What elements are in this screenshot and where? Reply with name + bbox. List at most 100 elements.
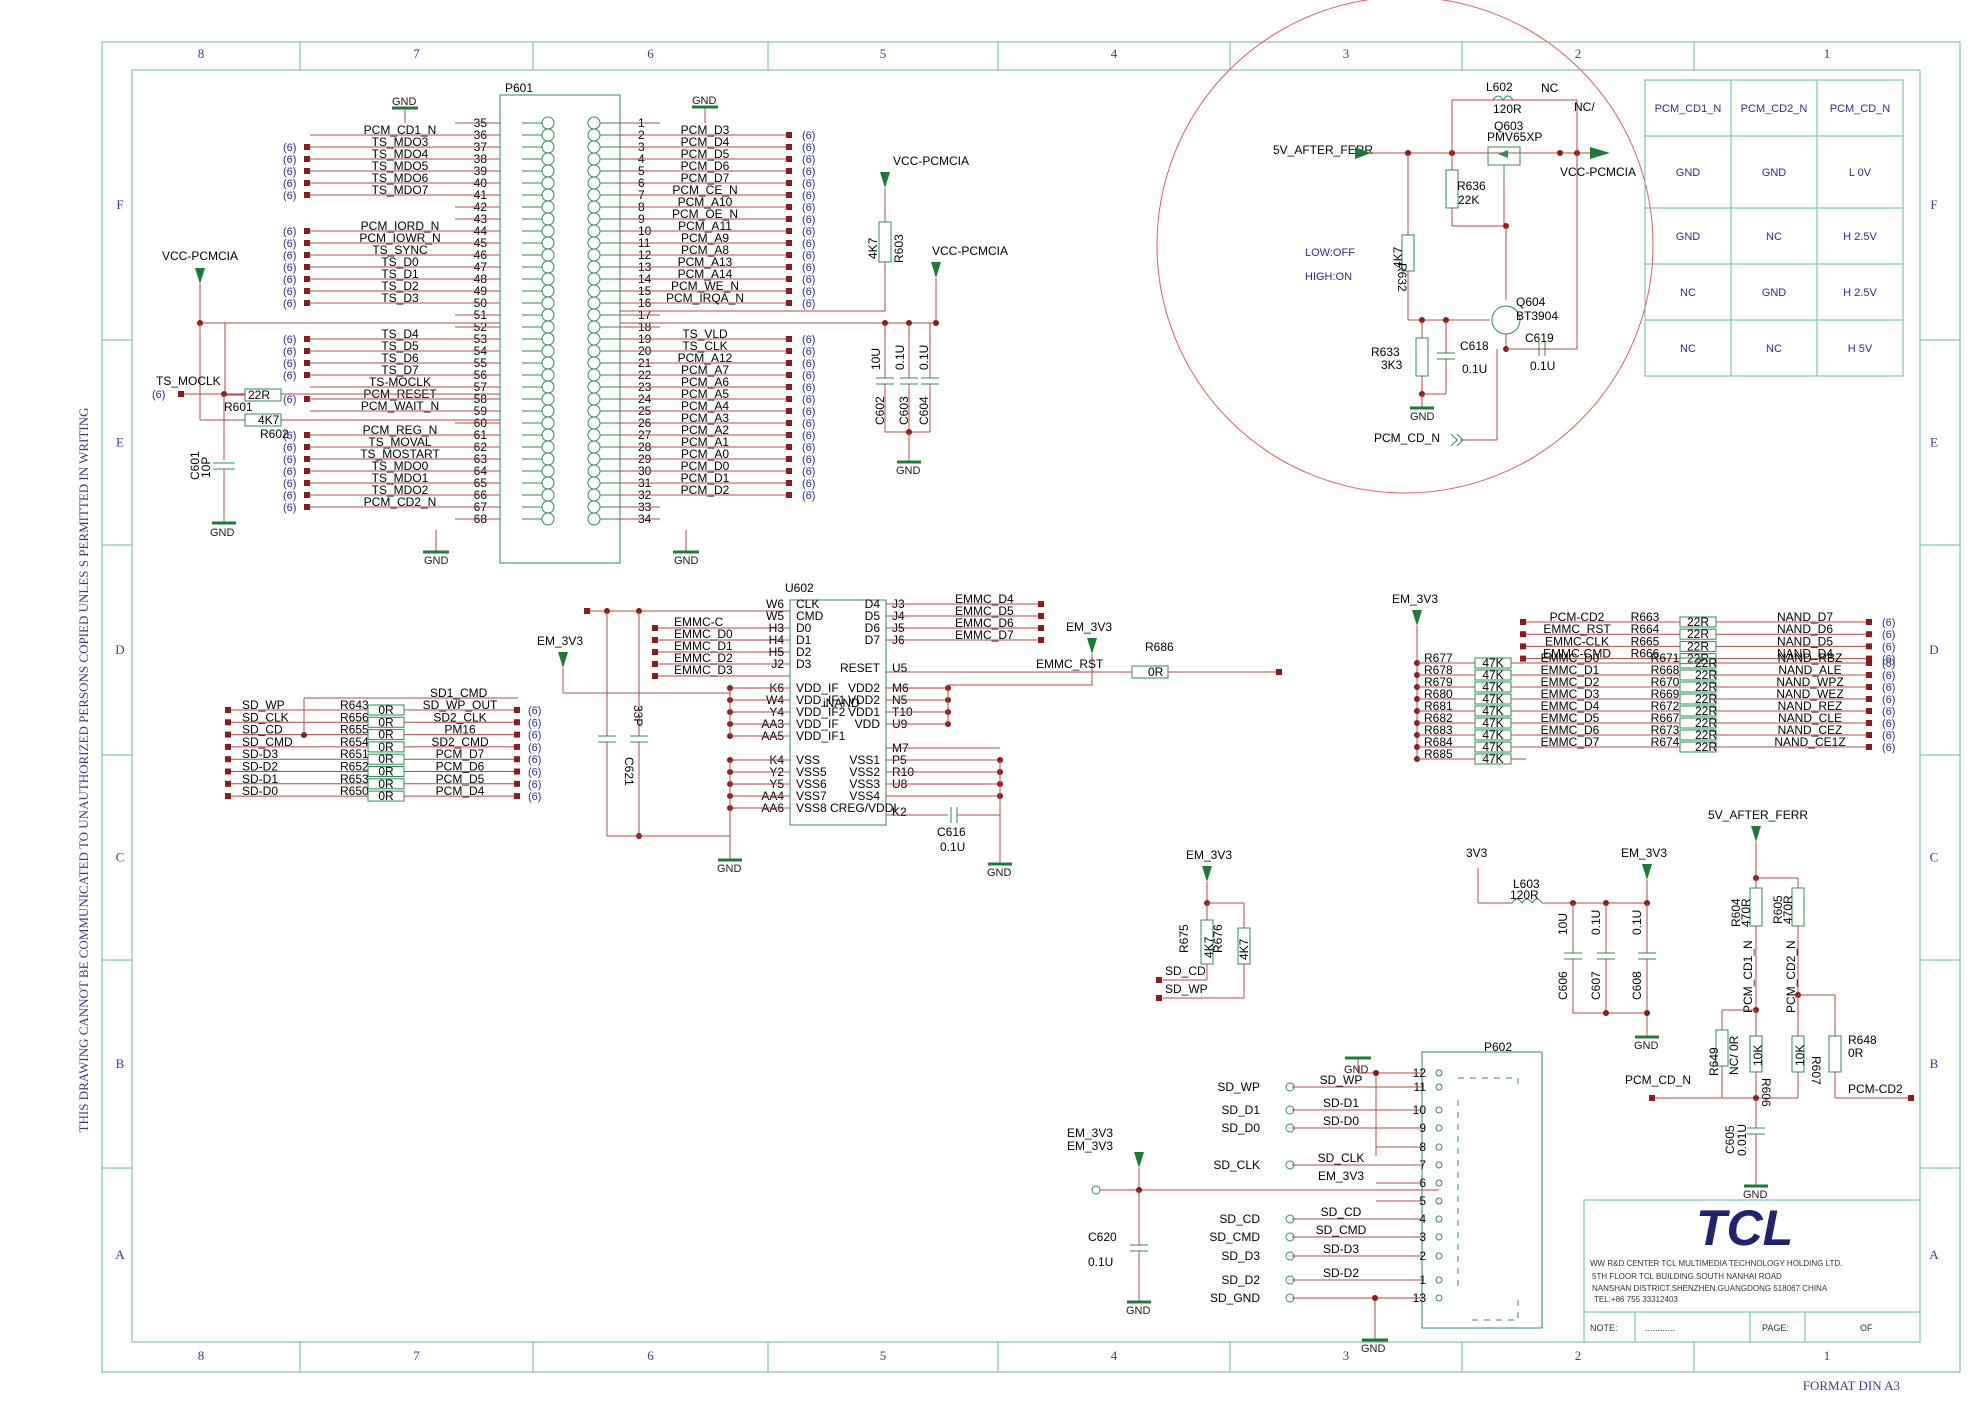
vcc-pcmcia-r603: VCC-PCMCIA 4K7 R603 (620, 154, 969, 312)
svg-text:GND: GND (1410, 411, 1435, 423)
svg-text:33P: 33P (631, 705, 645, 726)
svg-text:TS_D2: TS_D2 (381, 279, 419, 293)
svg-text:NC: NC (1541, 81, 1559, 95)
svg-text:CMD: CMD (796, 609, 824, 623)
svg-text:HIGH:ON: HIGH:ON (1305, 271, 1352, 283)
svg-text:SD_CD: SD_CD (242, 723, 283, 737)
svg-text:(6): (6) (283, 166, 296, 178)
svg-text:0R: 0R (378, 765, 394, 779)
svg-text:22R: 22R (1695, 692, 1717, 706)
svg-text:SD_D0: SD_D0 (1221, 1121, 1260, 1135)
svg-text:(6): (6) (1882, 617, 1895, 629)
truth-table-cell: NC (1766, 343, 1782, 355)
svg-text:R670: R670 (1651, 675, 1680, 689)
zone-row-label: D (1929, 642, 1938, 657)
svg-text:R650: R650 (340, 784, 369, 798)
svg-text:NAND_REZ: NAND_REZ (1778, 699, 1843, 713)
svg-text:10K: 10K (1793, 1045, 1807, 1066)
svg-text:VDD_IF1: VDD_IF1 (796, 729, 846, 743)
svg-text:PCM_IORD_N: PCM_IORD_N (361, 219, 440, 233)
svg-text:PCM_REG_N: PCM_REG_N (363, 423, 438, 437)
svg-text:(6): (6) (283, 358, 296, 370)
svg-text:TS_MDO1: TS_MDO1 (372, 471, 429, 485)
svg-text:GND: GND (674, 555, 699, 567)
svg-text:TS_MDO3: TS_MDO3 (372, 135, 429, 149)
gnd-symbol: GND (392, 96, 418, 123)
svg-text:(6): (6) (802, 478, 815, 490)
svg-text:SD_WP: SD_WP (242, 698, 285, 712)
svg-text:PM16: PM16 (444, 723, 476, 737)
svg-text:VSS: VSS (796, 753, 820, 767)
svg-text:VSS4: VSS4 (849, 789, 880, 803)
svg-text:PCM_CE_N: PCM_CE_N (672, 183, 737, 197)
svg-text:NAND_ALE: NAND_ALE (1778, 663, 1841, 677)
svg-text:VSS3: VSS3 (849, 777, 880, 791)
zone-col-label: 8 (198, 46, 205, 61)
svg-text:3K3: 3K3 (1381, 358, 1403, 372)
zone-row-label: E (1930, 435, 1938, 450)
svg-text:R669: R669 (1651, 687, 1680, 701)
p602-pin: 12 (1376, 1066, 1443, 1080)
svg-text:(6): (6) (802, 166, 815, 178)
svg-text:SD_CMD: SD_CMD (1316, 1223, 1367, 1237)
svg-text:D7: D7 (865, 633, 881, 647)
svg-text:R633: R633 (1371, 345, 1400, 359)
svg-text:PCM_IRQA_N: PCM_IRQA_N (666, 291, 744, 305)
zone-row-label: C (1930, 850, 1939, 865)
svg-text:R674: R674 (1651, 735, 1680, 749)
svg-text:VCC-PCMCIA: VCC-PCMCIA (932, 244, 1008, 258)
svg-text:SD_D1: SD_D1 (1221, 1103, 1260, 1117)
u602-pin: K2 (892, 805, 907, 819)
svg-text:TS_D4: TS_D4 (381, 327, 419, 341)
svg-text:(6): (6) (802, 406, 815, 418)
svg-text:(6): (6) (283, 502, 296, 514)
sd-pullups: EM_3V3 R675 4K7 R676 4K7 SD_CD SD_WP (1156, 848, 1251, 1001)
svg-text:PCM_CD_N: PCM_CD_N (1374, 431, 1440, 445)
svg-text:(6): (6) (802, 274, 815, 286)
zone-col-label: 2 (1575, 1348, 1582, 1363)
svg-text:C606: C606 (1556, 971, 1570, 1000)
svg-text:(6): (6) (802, 298, 815, 310)
svg-text:R682: R682 (1424, 711, 1453, 725)
svg-text:(6): (6) (1882, 654, 1895, 666)
svg-text:SD-D1: SD-D1 (242, 772, 278, 786)
card-detect-circuit: 5V_AFTER_FERR L602 120R NC NC/ Q603 PMV6… (1273, 80, 1636, 447)
svg-text:GND: GND (1126, 1305, 1151, 1317)
svg-text:EM_3V3: EM_3V3 (537, 634, 583, 648)
svg-text:D6: D6 (865, 621, 881, 635)
svg-text:SD-D1: SD-D1 (1323, 1096, 1359, 1110)
svg-text:VSS7: VSS7 (796, 789, 827, 803)
svg-text:BT3904: BT3904 (1516, 309, 1558, 323)
svg-text:R671: R671 (1651, 651, 1680, 665)
svg-text:(6): (6) (802, 466, 815, 478)
svg-text:TS_MDO2: TS_MDO2 (372, 483, 429, 497)
svg-text:R636: R636 (1457, 179, 1486, 193)
svg-text:22R: 22R (1695, 740, 1717, 754)
svg-text:EMMC_RST: EMMC_RST (1036, 657, 1104, 671)
svg-text:SD_D3: SD_D3 (1221, 1249, 1260, 1263)
svg-text:SD-D2: SD-D2 (1323, 1266, 1359, 1280)
svg-text:SD1_CMD: SD1_CMD (430, 686, 488, 700)
svg-text:0R: 0R (378, 752, 394, 766)
svg-text:(6): (6) (802, 430, 815, 442)
svg-text:R679: R679 (1424, 675, 1453, 689)
svg-text:(6): (6) (283, 394, 296, 406)
